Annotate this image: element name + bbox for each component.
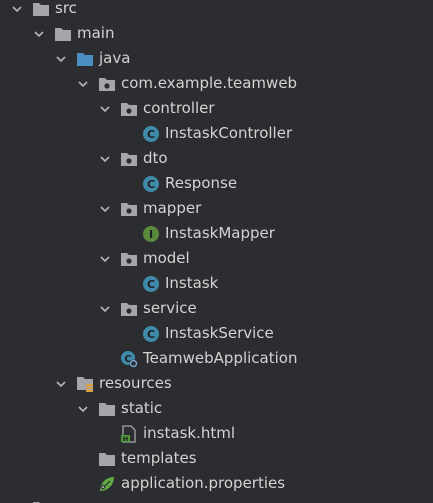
tree-item-label: model <box>143 249 190 267</box>
tree-row-src[interactable]: src <box>0 0 433 21</box>
chevron-down-icon[interactable] <box>76 402 90 416</box>
tree-item-label: application.properties <box>121 474 286 492</box>
tree-item-label: Response <box>165 174 238 192</box>
tree-item-label: controller <box>143 99 215 117</box>
svg-text:C: C <box>147 128 155 141</box>
folder-icon <box>98 450 116 468</box>
folder-icon <box>98 400 116 418</box>
tree-item-label: java <box>99 49 131 67</box>
java-class-icon: C <box>142 175 160 193</box>
java-interface-icon: I <box>142 225 160 243</box>
tree-item-label: service <box>143 299 197 317</box>
folder-icon <box>32 499 50 503</box>
tree-row-instask-service[interactable]: C InstaskService <box>0 321 433 346</box>
package-icon <box>120 150 138 168</box>
package-icon <box>98 75 116 93</box>
chevron-down-icon[interactable] <box>98 302 112 316</box>
tree-row-java[interactable]: java <box>0 46 433 71</box>
tree-row-static[interactable]: static <box>0 396 433 421</box>
package-icon <box>120 250 138 268</box>
java-class-icon: C <box>142 275 160 293</box>
tree-row-resources[interactable]: resources <box>0 371 433 396</box>
svg-text:C: C <box>147 328 155 341</box>
html-file-icon: H <box>120 424 138 443</box>
tree-item-label: dto <box>143 149 168 167</box>
package-icon <box>120 300 138 318</box>
resources-folder-icon <box>76 375 94 393</box>
chevron-down-icon[interactable] <box>10 2 24 16</box>
svg-text:C: C <box>147 178 155 191</box>
tree-row-response[interactable]: C Response <box>0 171 433 196</box>
java-class-icon: C <box>142 125 160 143</box>
chevron-down-icon[interactable] <box>54 52 68 66</box>
tree-item-label: InstaskService <box>165 324 274 342</box>
tree-item-label: templates <box>121 449 197 467</box>
source-folder-icon <box>76 50 94 68</box>
tree-item-label: InstaskController <box>165 124 293 142</box>
tree-item-label: src <box>55 0 77 17</box>
tree-row-service[interactable]: service <box>0 296 433 321</box>
chevron-down-icon[interactable] <box>98 152 112 166</box>
chevron-down-icon[interactable] <box>98 202 112 216</box>
tree-row-templates[interactable]: templates <box>0 446 433 471</box>
tree-item-label: main <box>77 24 115 42</box>
chevron-down-icon[interactable] <box>98 252 112 266</box>
tree-item-label: resources <box>99 374 172 392</box>
svg-text:C: C <box>147 278 155 291</box>
tree-row-dto[interactable]: dto <box>0 146 433 171</box>
tree-row-model[interactable]: model <box>0 246 433 271</box>
tree-row-instask-mapper[interactable]: I InstaskMapper <box>0 221 433 246</box>
tree-row-mapper[interactable]: mapper <box>0 196 433 221</box>
tree-row-instask[interactable]: C Instask <box>0 271 433 296</box>
tree-row-instask-html[interactable]: H instask.html <box>0 421 433 446</box>
tree-row-instask-controller[interactable]: C InstaskController <box>0 121 433 146</box>
tree-row-teamweb-application[interactable]: C TeamwebApplication <box>0 346 433 371</box>
spring-boot-app-icon: C <box>120 350 138 368</box>
svg-text:I: I <box>149 228 153 241</box>
svg-text:C: C <box>124 354 131 365</box>
chevron-down-icon[interactable] <box>98 102 112 116</box>
tree-item-label: InstaskMapper <box>165 224 275 242</box>
tree-item-label: mapper <box>143 199 202 217</box>
package-icon <box>120 100 138 118</box>
chevron-down-icon[interactable] <box>32 27 46 41</box>
tree-row-main[interactable]: main <box>0 21 433 46</box>
tree-item-label: TeamwebApplication <box>143 349 298 367</box>
tree-row-com-example-teamweb[interactable]: com.example.teamweb <box>0 71 433 96</box>
folder-icon <box>32 0 50 18</box>
spring-properties-icon <box>98 475 116 493</box>
tree-row-application-properties[interactable]: application.properties <box>0 471 433 496</box>
svg-text:H: H <box>123 435 128 443</box>
tree-item-label: static <box>121 399 163 417</box>
package-icon <box>120 200 138 218</box>
chevron-down-icon[interactable] <box>54 377 68 391</box>
folder-icon <box>54 25 72 43</box>
tree-row-controller[interactable]: controller <box>0 96 433 121</box>
chevron-down-icon[interactable] <box>76 77 90 91</box>
tree-item-label: com.example.teamweb <box>121 74 298 92</box>
java-class-icon: C <box>142 325 160 343</box>
tree-row-partial <box>0 495 433 503</box>
tree-item-label: Instask <box>165 274 219 292</box>
tree-item-label: instask.html <box>143 424 235 442</box>
